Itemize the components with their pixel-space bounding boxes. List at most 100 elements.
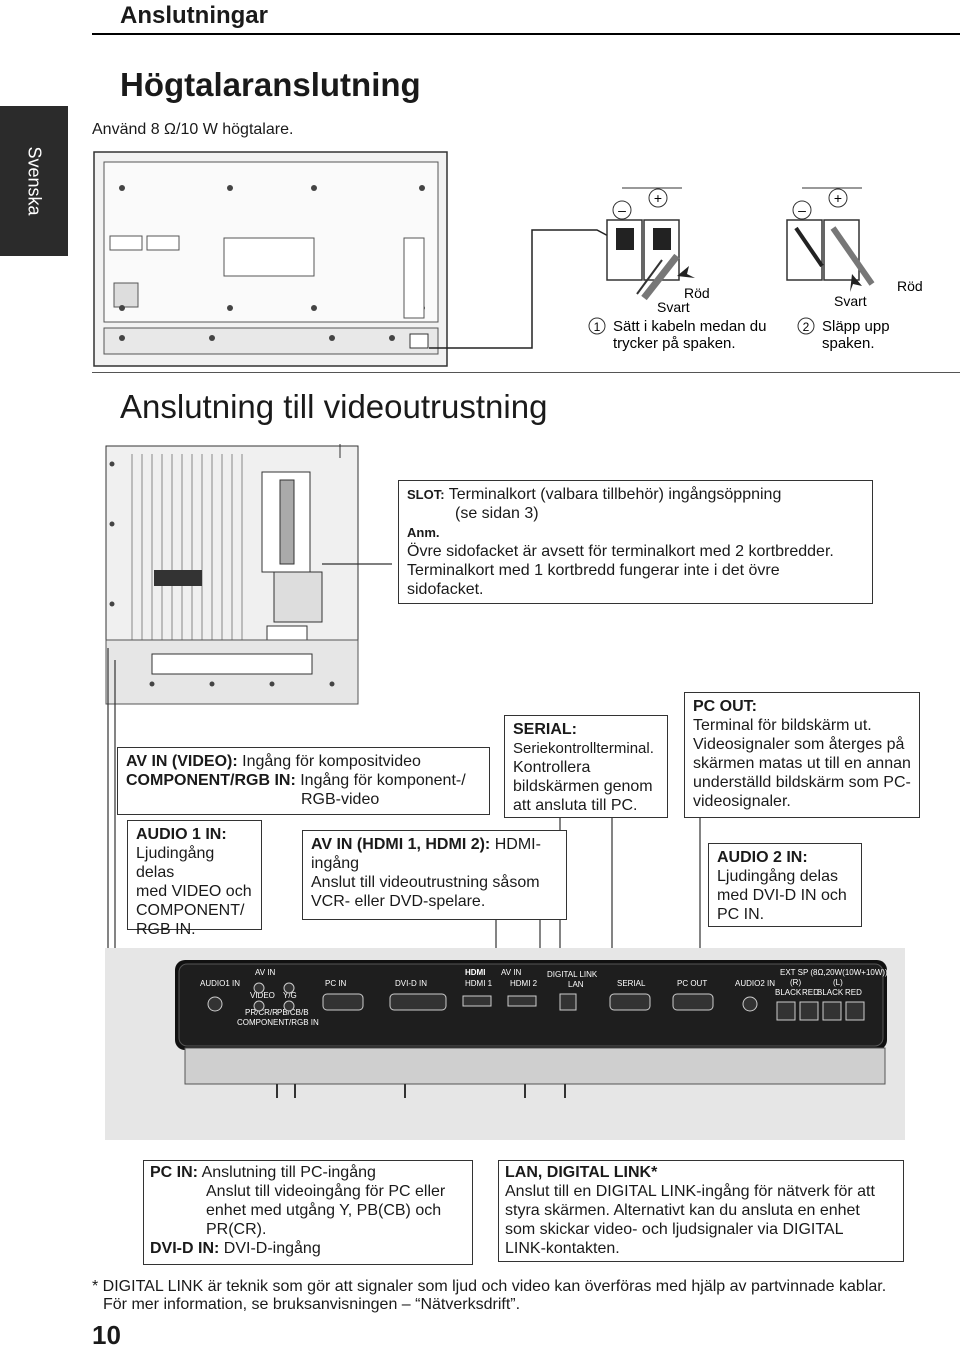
plus-sign-1: + <box>654 190 662 206</box>
pcout-line4: underställd bildskärm som PC- <box>693 774 911 791</box>
pcin-box: PC IN: Anslutning till PC-ingång Anslut … <box>143 1160 473 1265</box>
footnote-line2: För mer information, se bruksanvisningen… <box>103 1296 521 1313</box>
red-label-2: Röd <box>897 278 923 294</box>
panel-pb: PB/CB/B <box>277 1008 309 1017</box>
audio1-line1: Ljudingång delas <box>136 845 215 881</box>
minus-sign-2: – <box>798 202 806 218</box>
panel-red-l: RED <box>845 988 862 997</box>
slot-note1: Övre sidofacket är avsett för terminalko… <box>407 543 834 560</box>
panel-extsp: EXT SP (8Ω,20W(10W+10W)) <box>780 968 888 977</box>
panel-video: VIDEO <box>250 991 275 1000</box>
slot-label: SLOT: <box>407 487 445 502</box>
avin-text3: RGB-video <box>301 791 380 808</box>
speaker-terminal-2: – + Röd Svart <box>786 187 923 309</box>
panel-lan: LAN <box>568 980 584 989</box>
slot-box: SLOT: Terminalkort (valbara tillbehör) i… <box>398 480 873 604</box>
audio1-label: AUDIO 1 IN: <box>136 826 227 843</box>
serial-box: SERIAL: Seriekontrollterminal. Kontrolle… <box>504 715 668 818</box>
avin-box: AV IN (VIDEO): Ingång för kompositvideo … <box>117 747 490 815</box>
panel-pr: PR/CR/R <box>245 1008 278 1017</box>
panel-l: (L) <box>833 978 843 987</box>
black-label-1: Svart <box>657 299 690 315</box>
step2-number: 2 <box>803 320 810 334</box>
pcin-line4: PR(CR). <box>206 1221 267 1238</box>
audio2-line1: Ljudingång delas <box>717 868 838 885</box>
connector-panel: AUDIO1 IN AV IN VIDEO Y/G PR/CR/R PB/CB/… <box>105 948 905 1140</box>
panel-dvi: DVI-D IN <box>395 979 427 988</box>
slot-line2: (se sidan 3) <box>455 505 539 522</box>
lan-line3: som skickar video- och ljudsignaler via … <box>505 1221 844 1238</box>
black-label-2: Svart <box>834 293 867 309</box>
panel-black-l: BLACK <box>817 988 844 997</box>
audio2-label: AUDIO 2 IN: <box>717 849 808 866</box>
speaker-title: Högtalaranslutning <box>120 66 421 103</box>
panel-black-r: BLACK <box>775 988 802 997</box>
leader-line <box>429 229 613 349</box>
hdmi-line3: Anslut till videoutrustning såsom <box>311 874 540 891</box>
panel-r: (R) <box>790 978 801 987</box>
page-number: 10 <box>92 1320 121 1350</box>
panel-audio1: AUDIO1 IN <box>200 979 240 988</box>
panel-pcin: PC IN <box>325 979 347 988</box>
lan-line4: LINK-kontakten. <box>505 1240 620 1257</box>
pcout-line2: Videosignaler som återges på <box>693 736 905 753</box>
serial-label: SERIAL: <box>513 721 577 738</box>
serial-line3: bildskärmen genom <box>513 778 653 795</box>
step2-text1: Släpp upp <box>822 318 890 335</box>
pcout-line3: skärmen matas ut till en annan <box>693 755 911 772</box>
section-rule <box>92 372 960 373</box>
lan-label: LAN, DIGITAL LINK* <box>505 1164 658 1181</box>
audio2-line2: med DVI-D IN och <box>717 887 847 904</box>
pcin-line2: Anslut till videoingång för PC eller <box>206 1183 446 1200</box>
pcin-label2: DVI-D IN: <box>150 1240 220 1257</box>
lan-line1: Anslut till en DIGITAL LINK-ingång för n… <box>505 1183 875 1200</box>
hdmi-label: AV IN (HDMI 1, HDMI 2): <box>311 836 491 853</box>
slot-line1: Terminalkort (valbara tillbehör) ingångs… <box>448 486 782 503</box>
red-label-1: Röd <box>684 285 710 301</box>
avin-text2: Ingång för komponent-/ <box>300 772 466 789</box>
avin-label1: AV IN (VIDEO): <box>126 753 238 770</box>
panel-red-r: RED <box>802 988 819 997</box>
pcout-label: PC OUT: <box>693 698 757 715</box>
pcin-label1: PC IN: <box>150 1164 198 1181</box>
panel-audio2: AUDIO2 IN <box>735 979 775 988</box>
audio1-box: AUDIO 1 IN: Ljudingång delas med VIDEO o… <box>127 820 262 938</box>
hdmi-box: AV IN (HDMI 1, HDMI 2): HDMI- ingång Ans… <box>302 830 567 920</box>
lan-box: LAN, DIGITAL LINK* Anslut till en DIGITA… <box>498 1160 904 1262</box>
audio2-box: AUDIO 2 IN: Ljudingång delas med DVI-D I… <box>708 843 862 927</box>
language-tab: Svenska <box>0 106 68 256</box>
hdmi-text1: HDMI- <box>494 836 541 853</box>
pcin-line3: enhet med utgång Y, PB(CB) och <box>206 1202 442 1219</box>
header-rule <box>92 33 960 35</box>
step1-text2: trycker på spaken. <box>613 335 736 352</box>
minus-sign-1: – <box>618 202 626 218</box>
pcin-text1: Anslutning till PC-ingång <box>201 1164 376 1181</box>
step2-text2: spaken. <box>822 335 875 352</box>
panel-pcout: PC OUT <box>677 979 707 988</box>
avin-text1: Ingång för kompositvideo <box>242 753 421 770</box>
panel-hdmi-logo: HDMI <box>465 968 485 977</box>
serial-line4: att ansluta till PC. <box>513 797 638 814</box>
hdmi-line4: VCR- eller DVD-spelare. <box>311 893 486 910</box>
slot-note3: sidofacket. <box>407 581 484 598</box>
panel-avin: AV IN <box>255 968 276 977</box>
slot-note-label: Anm. <box>407 525 440 540</box>
pcin-text2: DVI-D-ingång <box>223 1240 321 1257</box>
video-title: Anslutning till videoutrustning <box>120 388 548 425</box>
panel-serial: SERIAL <box>617 979 646 988</box>
serial-line2: Kontrollera <box>513 759 591 776</box>
panel-digital: DIGITAL LINK <box>547 970 598 979</box>
panel-comp: COMPONENT/RGB IN <box>237 1018 319 1027</box>
pcout-line1: Terminal för bildskärm ut. <box>693 717 872 734</box>
footnote-line1: * DIGITAL LINK är teknik som gör att sig… <box>92 1278 887 1295</box>
step1-text1: Sätt i kabeln medan du <box>613 318 766 335</box>
panel-yg: Y/G <box>283 991 297 1000</box>
speaker-terminal-1: – + Röd Svart <box>606 187 710 315</box>
lan-line2: styra skärmen. Alternativt kan du anslut… <box>505 1202 860 1219</box>
audio1-line4: RGB IN. <box>136 921 196 938</box>
audio1-line3: COMPONENT/ <box>136 902 245 919</box>
speaker-intro: Använd 8 Ω/10 W högtalare. <box>92 121 294 138</box>
step1-number: 1 <box>594 320 601 334</box>
pcout-line5: videosignaler. <box>693 793 791 810</box>
